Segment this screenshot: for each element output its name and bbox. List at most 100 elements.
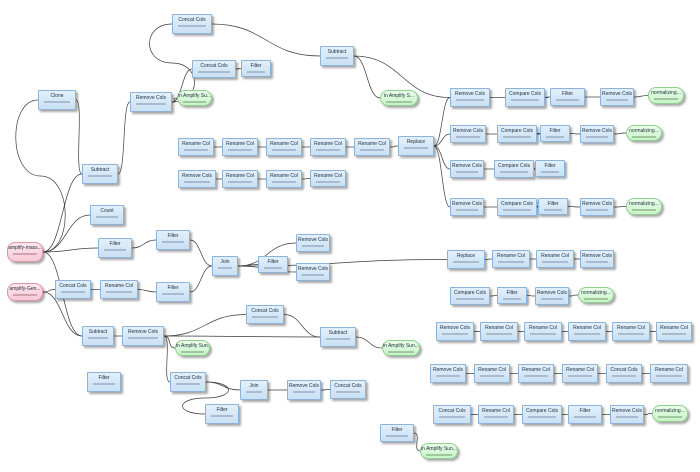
workflow-node-n65[interactable]: Rename Col	[524, 322, 562, 341]
workflow-node-n46[interactable]: Replace	[447, 250, 485, 269]
workflow-node-n81[interactable]: Filter	[205, 404, 239, 424]
workflow-node-n84[interactable]: Compare Cols	[522, 405, 562, 424]
workflow-node-n67[interactable]: Rename Col	[612, 322, 650, 341]
workflow-node-n30[interactable]: Remove Cols	[450, 160, 484, 178]
workflow-node-n48[interactable]: Rename Col	[536, 250, 574, 268]
workflow-node-n87[interactable]: normalizing...	[652, 405, 688, 422]
workflow-node-n13[interactable]: normalizing...	[648, 87, 684, 104]
workflow-node-n31[interactable]: Compare Cols	[494, 160, 534, 178]
workflow-node-n85[interactable]: Filter	[568, 405, 602, 424]
workflow-node-n32[interactable]: Filter	[535, 160, 565, 177]
workflow-node-n41[interactable]: Remove Cols	[296, 234, 330, 252]
workflow-node-n52[interactable]: Rename Col	[100, 280, 138, 299]
workflow-node-n24[interactable]: normalizing...	[626, 125, 662, 141]
workflow-node-n79[interactable]: Remove Cols	[287, 380, 321, 400]
workflow-node-n71[interactable]: Rename Col	[474, 364, 510, 383]
workflow-node-n56[interactable]: Remove Cols	[535, 287, 569, 305]
workflow-node-n11[interactable]: Filter	[550, 88, 585, 106]
node-label: Clone	[50, 93, 64, 99]
workflow-node-n5[interactable]: Filter	[241, 60, 271, 77]
workflow-node-n55[interactable]: Filter	[497, 287, 527, 304]
workflow-node-n72[interactable]: Rename Col	[518, 364, 554, 383]
node-detail-line	[480, 375, 504, 377]
workflow-node-n78[interactable]: Join	[240, 380, 268, 400]
workflow-node-n50[interactable]: amplify-Gen...	[7, 283, 43, 301]
workflow-node-n45[interactable]: Remove Cols	[296, 263, 330, 281]
workflow-node-n25[interactable]: Subtract	[82, 164, 118, 184]
workflow-node-n39[interactable]: Filter	[98, 238, 132, 258]
workflow-node-n9[interactable]: Remove Cols	[450, 88, 490, 107]
workflow-node-n58[interactable]: Concat Cols	[246, 305, 284, 324]
workflow-node-n76[interactable]: Filter	[87, 372, 121, 392]
workflow-node-n47[interactable]: Rename Col	[492, 250, 530, 268]
workflow-node-n73[interactable]: Rename Col	[562, 364, 598, 383]
workflow-node-n66[interactable]: Rename Col	[568, 322, 606, 341]
node-detail-line	[198, 71, 230, 73]
workflow-node-n2[interactable]: Clone	[38, 90, 76, 110]
node-label: Rename Col	[270, 173, 298, 179]
workflow-node-n12[interactable]: Remove Cols	[600, 88, 634, 106]
workflow-node-n53[interactable]: Filter	[156, 282, 190, 302]
workflow-node-n29[interactable]: Rename Col	[310, 170, 346, 187]
workflow-node-n89[interactable]: in Amplify Sun...	[420, 443, 458, 459]
workflow-node-n88[interactable]: Filter	[380, 424, 414, 442]
workflow-node-n33[interactable]: Count	[90, 205, 124, 225]
workflow-node-n77[interactable]: Concat Cols	[170, 372, 206, 392]
workflow-node-n83[interactable]: Rename Col	[478, 405, 514, 424]
node-label: Filter	[547, 201, 559, 207]
workflow-node-n16[interactable]: Rename Col	[266, 138, 302, 156]
workflow-node-n21[interactable]: Compare Cols	[497, 125, 537, 143]
workflow-node-n82[interactable]: Concat Cols	[433, 405, 471, 424]
workflow-node-n54[interactable]: Compare Cols	[450, 287, 490, 305]
workflow-node-n34[interactable]: Remove Cols	[450, 198, 484, 216]
workflow-node-n15[interactable]: Rename Col	[222, 138, 258, 156]
workflow-node-n75[interactable]: Rename Col	[650, 364, 688, 383]
workflow-node-n61[interactable]: Subtract	[320, 327, 356, 347]
workflow-node-n1[interactable]: Concat Cols	[172, 14, 212, 34]
workflow-node-n17[interactable]: Rename Col	[310, 138, 346, 156]
workflow-node-n69[interactable]: in Amplify Sun...	[382, 340, 420, 356]
workflow-node-n8[interactable]: in Amplify S...	[380, 90, 418, 106]
workflow-node-n28[interactable]: Rename Col	[266, 170, 302, 188]
edge-n12-n13	[633, 95, 649, 98]
workflow-node-n6[interactable]: Subtract	[320, 46, 354, 66]
workflow-node-n37[interactable]: Remove Cols	[580, 198, 614, 216]
workflow-node-n80[interactable]: Concat Cols	[330, 380, 366, 399]
workflow-node-n19[interactable]: Replace	[398, 136, 434, 156]
workflow-node-n7[interactable]: in Amplify Su...	[177, 90, 212, 106]
node-detail-line	[228, 149, 252, 151]
node-label: Filter	[544, 163, 556, 169]
workflow-node-n63[interactable]: Remove Cols	[436, 322, 474, 341]
workflow-node-n18[interactable]: Rename Col	[354, 138, 390, 156]
workflow-node-n59[interactable]: Subtract	[82, 326, 114, 346]
workflow-node-n86[interactable]: Remove Cols	[610, 405, 644, 424]
workflow-node-n68[interactable]: Rename Col	[656, 322, 692, 341]
workflow-node-n51[interactable]: Concat Cols	[55, 280, 91, 299]
workflow-node-n36[interactable]: Filter	[538, 198, 568, 215]
workflow-node-n27[interactable]: Rename Col	[222, 170, 258, 188]
workflow-node-n70[interactable]: Remove Cols	[430, 364, 466, 383]
workflow-node-n49[interactable]: Remove Cols	[580, 250, 614, 268]
workflow-node-n62[interactable]: in Amplify Sun...	[175, 340, 210, 356]
workflow-node-n43[interactable]: Join	[212, 256, 238, 276]
workflow-node-n74[interactable]: Concat Cols	[606, 364, 642, 383]
workflow-node-n26[interactable]: Remove Cols	[178, 170, 216, 188]
edge-n50-n59	[42, 291, 83, 337]
workflow-node-n64[interactable]: Rename Col	[480, 322, 518, 341]
workflow-node-n23[interactable]: Remove Cols	[580, 125, 614, 143]
workflow-node-n20[interactable]: Remove Cols	[450, 125, 486, 143]
workflow-node-n60[interactable]: Remove Cols	[122, 326, 164, 346]
workflow-node-n4[interactable]: Concat Cols	[192, 60, 236, 78]
workflow-node-n3[interactable]: Remove Cols	[130, 92, 172, 112]
workflow-node-n14[interactable]: Rename Col	[178, 138, 214, 156]
workflow-node-n22[interactable]: Filter	[540, 125, 570, 142]
workflow-node-n38[interactable]: normalizing...	[626, 198, 662, 215]
workflow-node-n42[interactable]: amplify-mass...	[7, 242, 43, 262]
workflow-node-n57[interactable]: normalizing...	[578, 287, 614, 303]
workflow-node-n40[interactable]: Filter	[156, 230, 190, 250]
workflow-node-n10[interactable]: Compare Cols	[505, 88, 545, 107]
workflow-node-n44[interactable]: Filter	[258, 256, 288, 273]
edge-n60-n62	[163, 335, 176, 349]
workflow-node-n35[interactable]: Compare Cols	[497, 198, 537, 216]
